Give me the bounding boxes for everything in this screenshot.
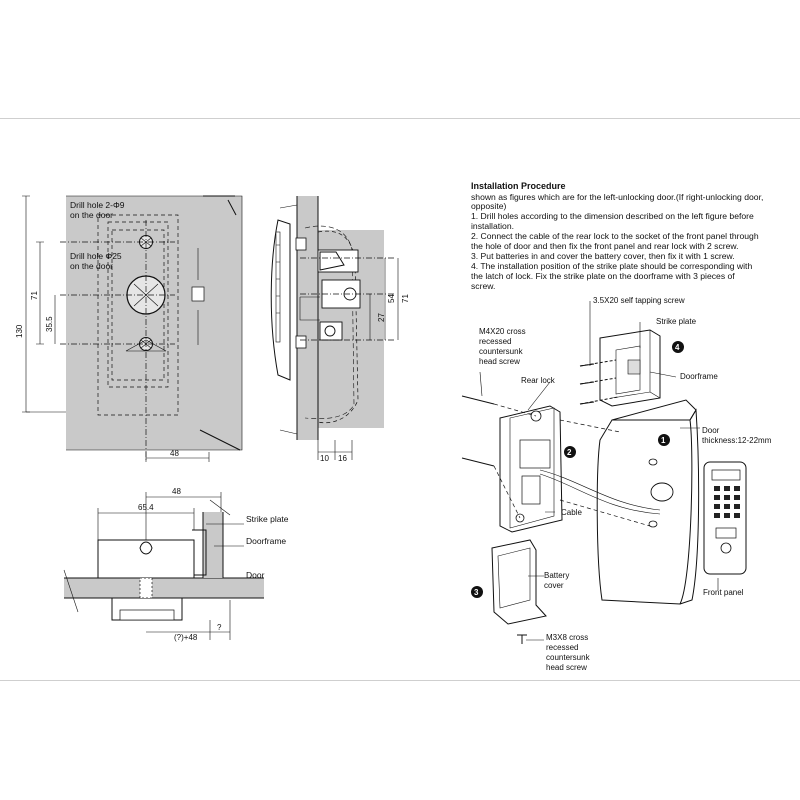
instruction-line: opposite) [471, 201, 506, 211]
step-number-3: 3 [474, 588, 479, 597]
dim-16: 16 [338, 454, 347, 463]
exploded-assembly [461, 301, 747, 644]
instruction-line: the latch of lock. Fix the strike plate … [471, 271, 735, 281]
top-rule [0, 118, 800, 119]
battery-cover-label-2: cover [544, 581, 564, 590]
drill-hole-large-label-2: on the door [70, 261, 113, 271]
rear-lock-label: Rear lock [521, 376, 556, 385]
m4-screw-label-4: head screw [479, 357, 520, 366]
instruction-line: 3. Put batteries in and cover the batter… [471, 251, 735, 261]
instruction-line: 2. Connect the cable of the rear lock to… [471, 231, 759, 241]
battery-cover-label-1: Battery [544, 571, 569, 580]
door-label-bottom: Door [246, 570, 265, 580]
dim-48-front: 48 [170, 449, 179, 458]
door-top-view [63, 492, 264, 640]
tapping-screw-label: 3.5X20 self tapping screw [593, 296, 685, 305]
door-thickness-label: thickness:12-22mm [702, 436, 772, 445]
step-number-4: 4 [675, 343, 680, 352]
dim-130: 130 [15, 324, 24, 338]
door-front-view [22, 195, 243, 462]
step-number-1: 1 [661, 436, 666, 445]
instruction-line: the hole of door and then fix the front … [471, 241, 739, 251]
dim-question: ? [217, 623, 222, 632]
m3-screw-label-3: countersunk [546, 653, 591, 662]
step-number-2: 2 [567, 448, 572, 457]
doorframe-label-bottom: Doorframe [246, 536, 286, 546]
m4-screw-label-1: M4X20 cross [479, 327, 526, 336]
door-label-exploded: Door [702, 426, 720, 435]
dim-54: 54 [387, 294, 396, 303]
drill-hole-small-label-2: on the door [70, 210, 113, 220]
instructions-title: Installation Procedure [471, 181, 566, 191]
m4-screw-label-3: countersunk [479, 347, 524, 356]
instruction-line: screw. [471, 281, 495, 291]
drill-hole-large-label-1: Drill hole Φ25 [70, 251, 122, 261]
keypad [714, 486, 740, 518]
instruction-line: 4. The installation position of the stri… [471, 261, 752, 271]
dim-65-4: 65.4 [138, 503, 154, 512]
m3-screw-label-1: M3X8 cross [546, 633, 588, 642]
front-panel-label: Front panel [703, 588, 744, 597]
dim-71: 71 [30, 291, 39, 300]
dim-35-5: 35.5 [45, 316, 54, 332]
instructions-body: shown as figures which are for the left-… [471, 192, 763, 291]
instruction-line: installation. [471, 221, 514, 231]
dim-10: 10 [320, 454, 329, 463]
drill-hole-small-label-1: Drill hole 2-Φ9 [70, 200, 125, 210]
instruction-line: shown as figures which are for the left-… [471, 192, 763, 202]
instruction-line: 1. Drill holes according to the dimensio… [471, 211, 754, 221]
m3-screw-label-4: head screw [546, 663, 587, 672]
dim-71-side: 71 [401, 294, 410, 303]
dim-48-top: 48 [172, 487, 181, 496]
dim-27: 27 [377, 313, 386, 322]
strike-plate-label-bottom: Strike plate [246, 514, 289, 524]
cable-label: Cable [561, 508, 582, 517]
doorframe-label-exploded: Doorframe [680, 372, 718, 381]
dim-offset: (?)+48 [174, 633, 198, 642]
bottom-rule [0, 680, 800, 681]
m4-screw-label-2: recessed [479, 337, 511, 346]
m3-screw-label-2: recessed [546, 643, 578, 652]
strike-plate-label-exploded: Strike plate [656, 317, 697, 326]
door-side-section [270, 196, 399, 460]
